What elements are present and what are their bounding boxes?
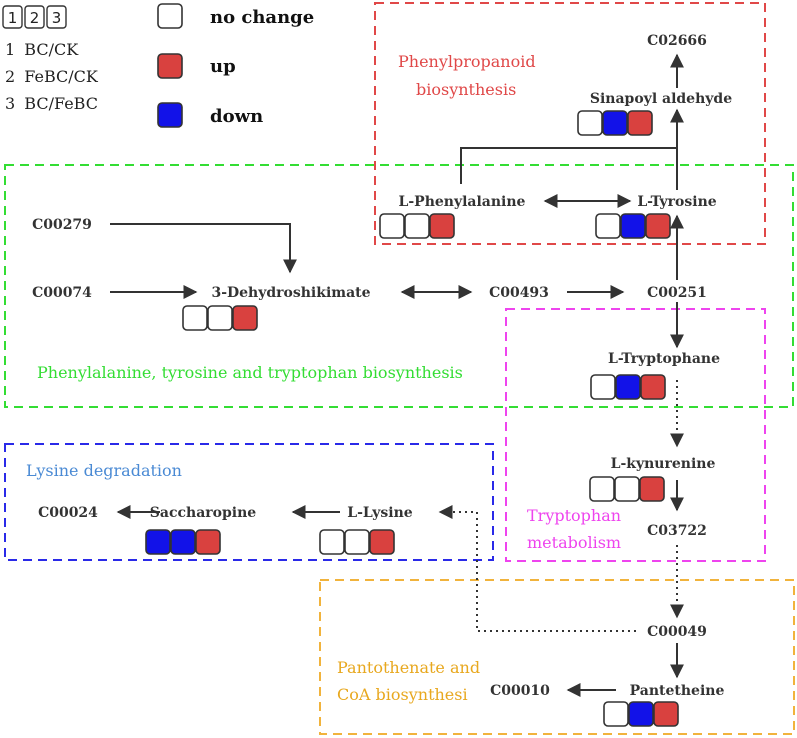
node-sinapoyl-aldehyde: Sinapoyl aldehyde	[590, 91, 732, 107]
expression-box-saccharopine-3	[195, 529, 221, 555]
legend-sample-box-2	[24, 5, 45, 29]
legend-label-up: up	[210, 56, 236, 77]
expression-box-pantetheine-2	[628, 701, 654, 727]
expression-box-l-phenylalanine-1	[379, 213, 405, 239]
region-label-pantothenate-line2: CoA biosynthesi	[337, 685, 468, 704]
legend-sample-number-3: 3	[52, 9, 62, 27]
edge-phenylalanine-to-sinapoyl	[460, 147, 677, 184]
expression-box-l-tyrosine-2	[620, 213, 646, 239]
legend-sample-number-2: 2	[30, 9, 40, 27]
expression-box-l-tryptophane-3	[640, 374, 666, 400]
node-c00010: C00010	[490, 683, 550, 699]
region-lysine-box	[4, 443, 494, 561]
expression-box-sinapoyl-aldehyde-2	[602, 110, 628, 136]
expression-box-saccharopine-2	[170, 529, 196, 555]
expression-box-sinapoyl-aldehyde-1	[577, 110, 603, 136]
expression-l-tryptophane	[590, 374, 666, 400]
expression-l-kynurenine	[589, 476, 665, 502]
node-3-dehydroshikimate: 3-Dehydroshikimate	[211, 285, 370, 301]
node-c00279: C00279	[32, 217, 92, 233]
expression-box-l-kynurenine-3	[639, 476, 665, 502]
node-c00074: C00074	[32, 285, 92, 301]
region-label-pantothenate-line1: Pantothenate and	[337, 658, 480, 677]
expression-box-l-tyrosine-3	[645, 213, 671, 239]
expression-l-phenylalanine	[379, 213, 455, 239]
region-phenylpropanoid-box	[374, 2, 766, 245]
legend-comparison-3: 3 BC/FeBC	[5, 94, 98, 113]
expression-box-l-lysine-2	[344, 529, 370, 555]
region-label-phe-tyr-trp: Phenylalanine, tyrosine and tryptophan b…	[37, 363, 463, 382]
expression-box-dehydroshikimate-3	[232, 305, 258, 331]
region-label-phenylpropanoid-line1: Phenylpropanoid	[398, 52, 536, 71]
expression-box-l-tryptophane-1	[590, 374, 616, 400]
node-l-lysine: L-Lysine	[347, 505, 413, 521]
expression-pantetheine	[603, 701, 679, 727]
legend-swatch-no-change	[157, 3, 183, 29]
legend-sample-box-1	[2, 5, 23, 29]
region-pantothenate-box	[319, 579, 795, 735]
expression-box-pantetheine-1	[603, 701, 629, 727]
expression-l-tyrosine	[595, 213, 671, 239]
node-saccharopine: Saccharopine	[150, 505, 256, 521]
region-label-phenylpropanoid-line2: biosynthesis	[416, 80, 516, 99]
legend-comparison-2-index: 2	[5, 67, 15, 86]
expression-box-l-lysine-3	[369, 529, 395, 555]
expression-l-lysine	[319, 529, 395, 555]
node-c00049: C00049	[647, 624, 707, 640]
legend-swatch-down	[157, 102, 183, 128]
legend-comparison-2: 2 FeBC/CK	[5, 67, 99, 86]
legend-comparison-3-index: 3	[5, 94, 15, 113]
node-l-kynurenine: L-kynurenine	[611, 456, 716, 472]
node-c00493: C00493	[489, 285, 549, 301]
expression-box-saccharopine-1	[145, 529, 171, 555]
node-l-tyrosine: L-Tyrosine	[637, 194, 716, 210]
node-c03722: C03722	[647, 523, 707, 539]
region-phe-tyr-trp-box	[4, 164, 794, 408]
node-c00251: C00251	[647, 285, 707, 301]
edge-c00279-to-dehydroshikimate	[110, 223, 297, 274]
legend-sample-boxes: 1 2 3	[2, 5, 67, 29]
region-label-tryptophan-line2: metabolism	[527, 533, 621, 552]
expression-box-l-tryptophane-2	[615, 374, 641, 400]
node-c00024: C00024	[38, 505, 98, 521]
node-l-phenylalanine: L-Phenylalanine	[399, 194, 526, 210]
expression-box-l-kynurenine-1	[589, 476, 615, 502]
expression-box-l-phenylalanine-2	[404, 213, 430, 239]
expression-box-l-lysine-1	[319, 529, 345, 555]
pathway-edges	[110, 53, 684, 697]
legend-comparison-3-name: BC/FeBC	[24, 94, 98, 113]
expression-box-pantetheine-3	[653, 701, 679, 727]
node-l-tryptophane: L-Tryptophane	[608, 351, 720, 367]
expression-box-dehydroshikimate-1	[182, 305, 208, 331]
expression-box-l-phenylalanine-3	[429, 213, 455, 239]
edge-c00049-to-lysine	[438, 505, 636, 632]
legend-comparison-1-name: BC/CK	[24, 40, 79, 59]
legend-sample-number-1: 1	[8, 9, 18, 27]
expression-box-l-tyrosine-1	[595, 213, 621, 239]
expression-box-l-kynurenine-2	[614, 476, 640, 502]
legend-label-down: down	[210, 106, 263, 127]
legend-comparison-1: 1 BC/CK	[5, 40, 79, 59]
legend-swatch-up	[157, 53, 183, 79]
expression-box-dehydroshikimate-2	[207, 305, 233, 331]
region-label-lysine: Lysine degradation	[26, 461, 182, 480]
legend-comparison-2-name: FeBC/CK	[24, 67, 99, 86]
expression-3-dehydroshikimate	[182, 305, 258, 331]
expression-box-sinapoyl-aldehyde-3	[627, 110, 653, 136]
node-pantetheine: Pantetheine	[630, 683, 725, 699]
legend-label-no-change: no change	[210, 7, 314, 28]
node-c02666: C02666	[647, 33, 707, 49]
expression-sinapoyl-aldehyde	[577, 110, 653, 136]
region-label-tryptophan-line1: Tryptophan	[527, 506, 621, 525]
expression-saccharopine	[145, 529, 221, 555]
legend-sample-box-3	[46, 5, 67, 29]
legend-comparison-1-index: 1	[5, 40, 15, 59]
